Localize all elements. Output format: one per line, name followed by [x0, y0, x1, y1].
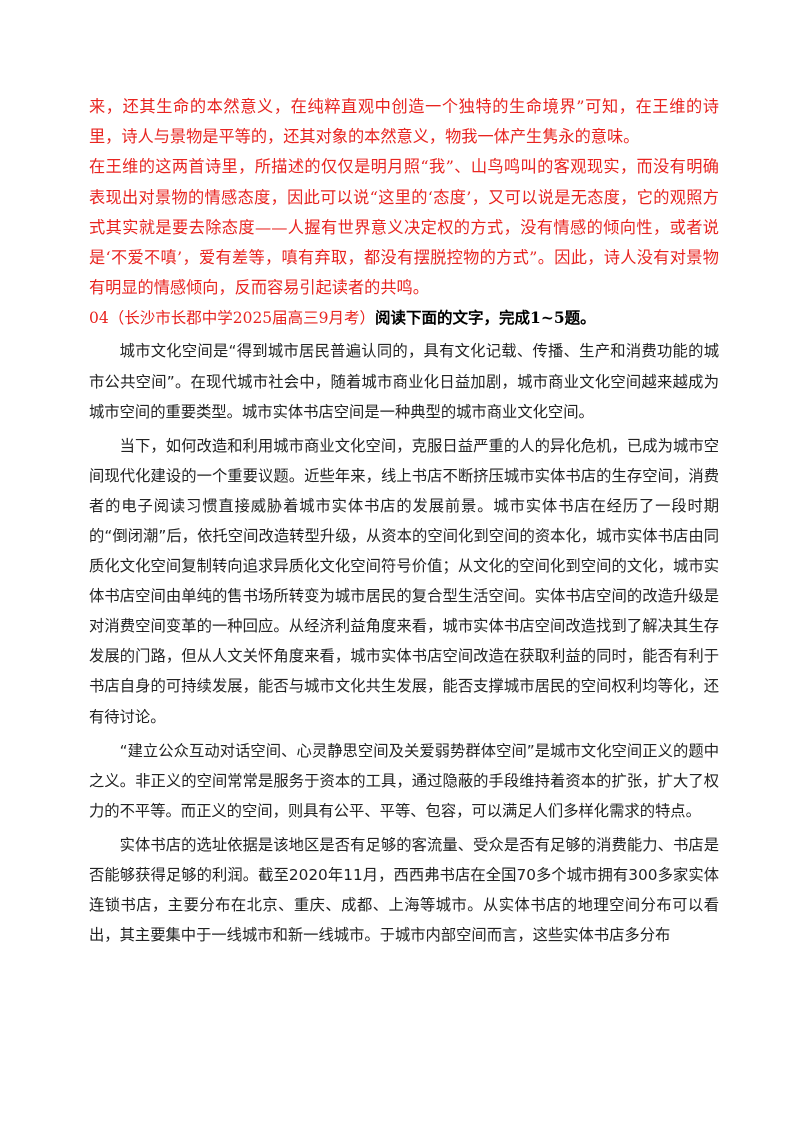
passage-paragraph: 当下，如何改造和利用城市商业文化空间，克服日益严重的人的异化危机，已成为城市空间…	[89, 436, 719, 726]
question-source: 04（长沙市长郡中学2025届高三9月考）	[89, 309, 376, 328]
document-page: 来，还其生命的本然意义，在纯粹直观中创造一个独特的生命境界”可知，在王维的诗里，…	[89, 92, 719, 954]
answer-analysis-section: 来，还其生命的本然意义，在纯粹直观中创造一个独特的生命境界”可知，在王维的诗里，…	[89, 92, 719, 303]
question-heading: 04（长沙市长郡中学2025届高三9月考）阅读下面的文字，完成1~5题。	[89, 304, 719, 332]
analysis-paragraph: 来，还其生命的本然意义，在纯粹直观中创造一个独特的生命境界”可知，在王维的诗里，…	[89, 97, 719, 147]
passage-paragraph: “建立公众互动对话空间、心灵静思空间及关爱弱势群体空间”是城市文化空间正义的题中…	[89, 741, 719, 820]
question-instruction: 阅读下面的文字，完成1~5题。	[375, 308, 596, 328]
passage-paragraph: 实体书店的选址依据是该地区是否有足够的客流量、受众是否有足够的消费能力、书店是否…	[89, 835, 719, 945]
passage-paragraph: 城市文化空间是“得到城市居民普遍认同的，具有文化记载、传播、生产和消费功能的城市…	[89, 342, 719, 421]
reading-passage: 城市文化空间是“得到城市居民普遍认同的，具有文化记载、传播、生产和消费功能的城市…	[89, 336, 719, 950]
analysis-paragraph: 在王维的这两首诗里，所描述的仅仅是明月照“我”、山鸟鸣叫的客观现实，而没有明确表…	[89, 157, 719, 298]
